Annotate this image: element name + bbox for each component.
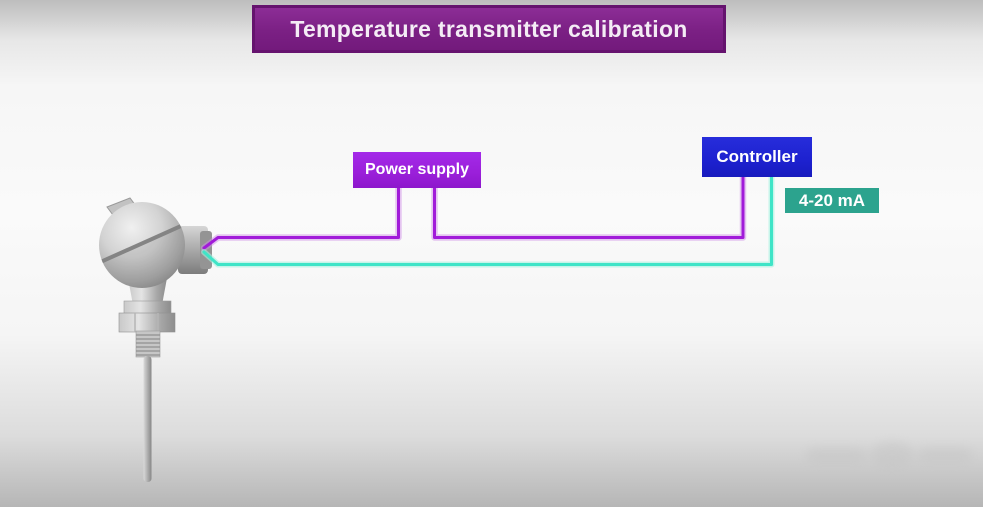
sensor-collar: [123, 300, 172, 315]
loop-power-wire-supply-to-controller: [433, 175, 745, 239]
signal-wire-sensor-to-controller-glow: [201, 174, 775, 268]
signal-range-badge: 4-20 mA: [785, 188, 879, 213]
signal-range-label: 4-20 mA: [798, 190, 866, 210]
temperature-sensor-illustration: [99, 197, 212, 482]
power-supply-label: Power supply: [364, 161, 470, 178]
controller-label: Controller: [716, 147, 798, 166]
signal-wire-sensor-to-controller: [202, 175, 773, 266]
sensor-head-seam: [99, 220, 185, 288]
sensor-threads: [135, 330, 161, 358]
controller-box: Controller: [702, 137, 812, 177]
sensor-hex-nut: [118, 312, 176, 333]
page-title: Temperature transmitter calibration: [290, 15, 688, 42]
sensor-probe: [143, 356, 152, 482]
title-banner: Temperature transmitter calibration: [252, 5, 726, 53]
loop-power-wire-sensor-to-supply: [202, 186, 400, 250]
power-supply-box: Power supply: [353, 152, 481, 188]
